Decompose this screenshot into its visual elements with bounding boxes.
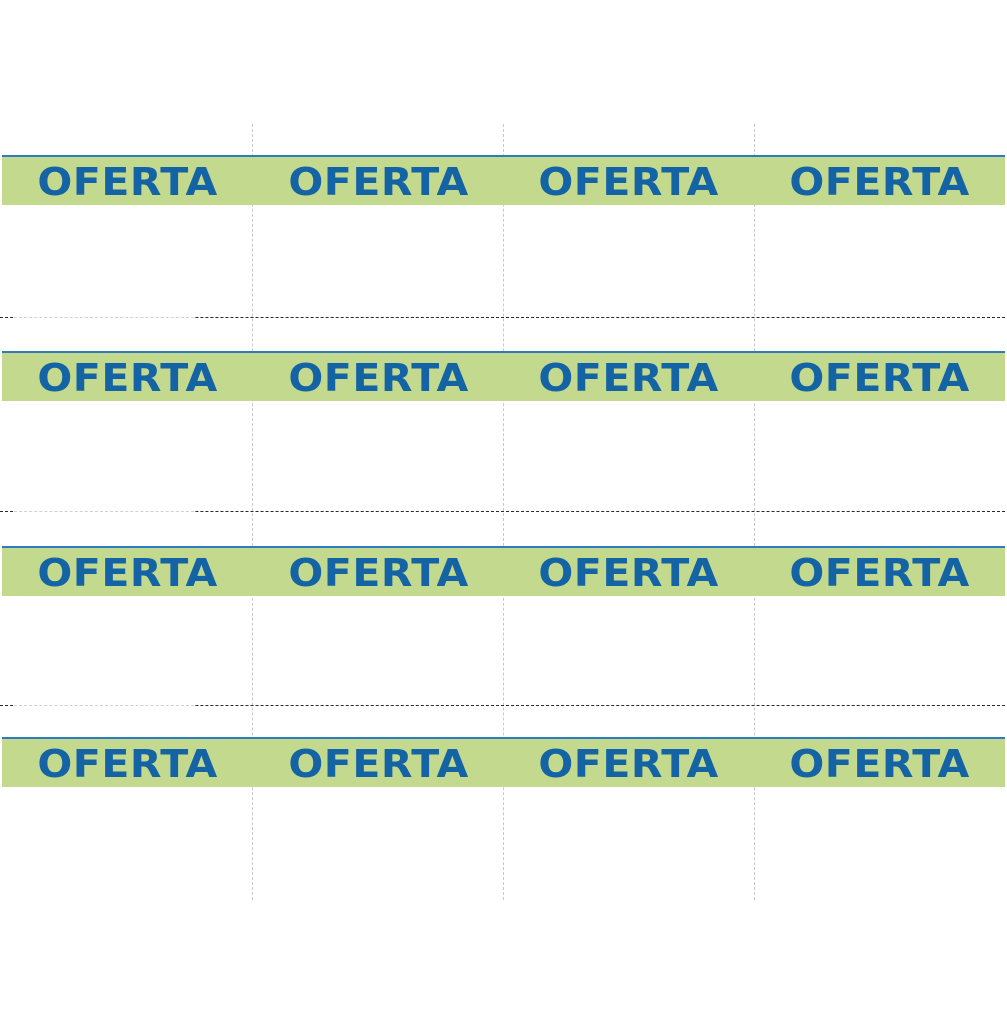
offer-label-cell: OFERTA [253, 157, 504, 205]
horizontal-cut-line-3 [0, 704, 1005, 707]
offer-label: OFERTA [789, 551, 970, 595]
offer-label: OFERTA [37, 356, 218, 400]
offer-label: OFERTA [37, 160, 218, 204]
offer-label-cell: OFERTA [2, 739, 253, 787]
offer-label: OFERTA [789, 742, 970, 786]
offer-label: OFERTA [37, 551, 218, 595]
offer-label: OFERTA [538, 742, 720, 786]
offer-label: OFERTA [287, 356, 469, 400]
vertical-cut-guide-1 [252, 124, 253, 900]
vertical-cut-guide-3 [754, 124, 755, 900]
offer-label-cell: OFERTA [504, 548, 755, 596]
offer-label-cell: OFERTA [2, 353, 253, 401]
offer-strip-row-2: OFERTA OFERTA OFERTA OFERTA [2, 351, 1005, 401]
offer-label-cell: OFERTA [754, 548, 1005, 596]
offer-label-cell: OFERTA [754, 157, 1005, 205]
offer-label-cell: OFERTA [504, 353, 755, 401]
offer-label: OFERTA [37, 742, 218, 786]
horizontal-cut-line-2 [0, 510, 1005, 513]
offer-label-cell: OFERTA [504, 739, 755, 787]
offer-label: OFERTA [287, 742, 469, 786]
offer-strip-row-3: OFERTA OFERTA OFERTA OFERTA [2, 546, 1005, 596]
horizontal-cut-line-1 [0, 316, 1005, 319]
offer-label: OFERTA [789, 160, 970, 204]
offer-strip-row-4: OFERTA OFERTA OFERTA OFERTA [2, 737, 1005, 787]
offer-label: OFERTA [538, 551, 720, 595]
offer-label-cell: OFERTA [2, 548, 253, 596]
offer-label-cell: OFERTA [253, 739, 504, 787]
offer-label-cell: OFERTA [504, 157, 755, 205]
offer-label-cell: OFERTA [754, 739, 1005, 787]
offer-label-cell: OFERTA [253, 353, 504, 401]
offer-label: OFERTA [287, 160, 469, 204]
offer-label: OFERTA [538, 356, 720, 400]
offer-label: OFERTA [287, 551, 469, 595]
offer-label-cell: OFERTA [754, 353, 1005, 401]
offer-label-cell: OFERTA [253, 548, 504, 596]
offer-label: OFERTA [789, 356, 970, 400]
offer-strip-row-1: OFERTA OFERTA OFERTA OFERTA [2, 155, 1005, 205]
offer-label: OFERTA [538, 160, 720, 204]
offer-label-cell: OFERTA [2, 157, 253, 205]
vertical-cut-guide-2 [503, 124, 504, 900]
